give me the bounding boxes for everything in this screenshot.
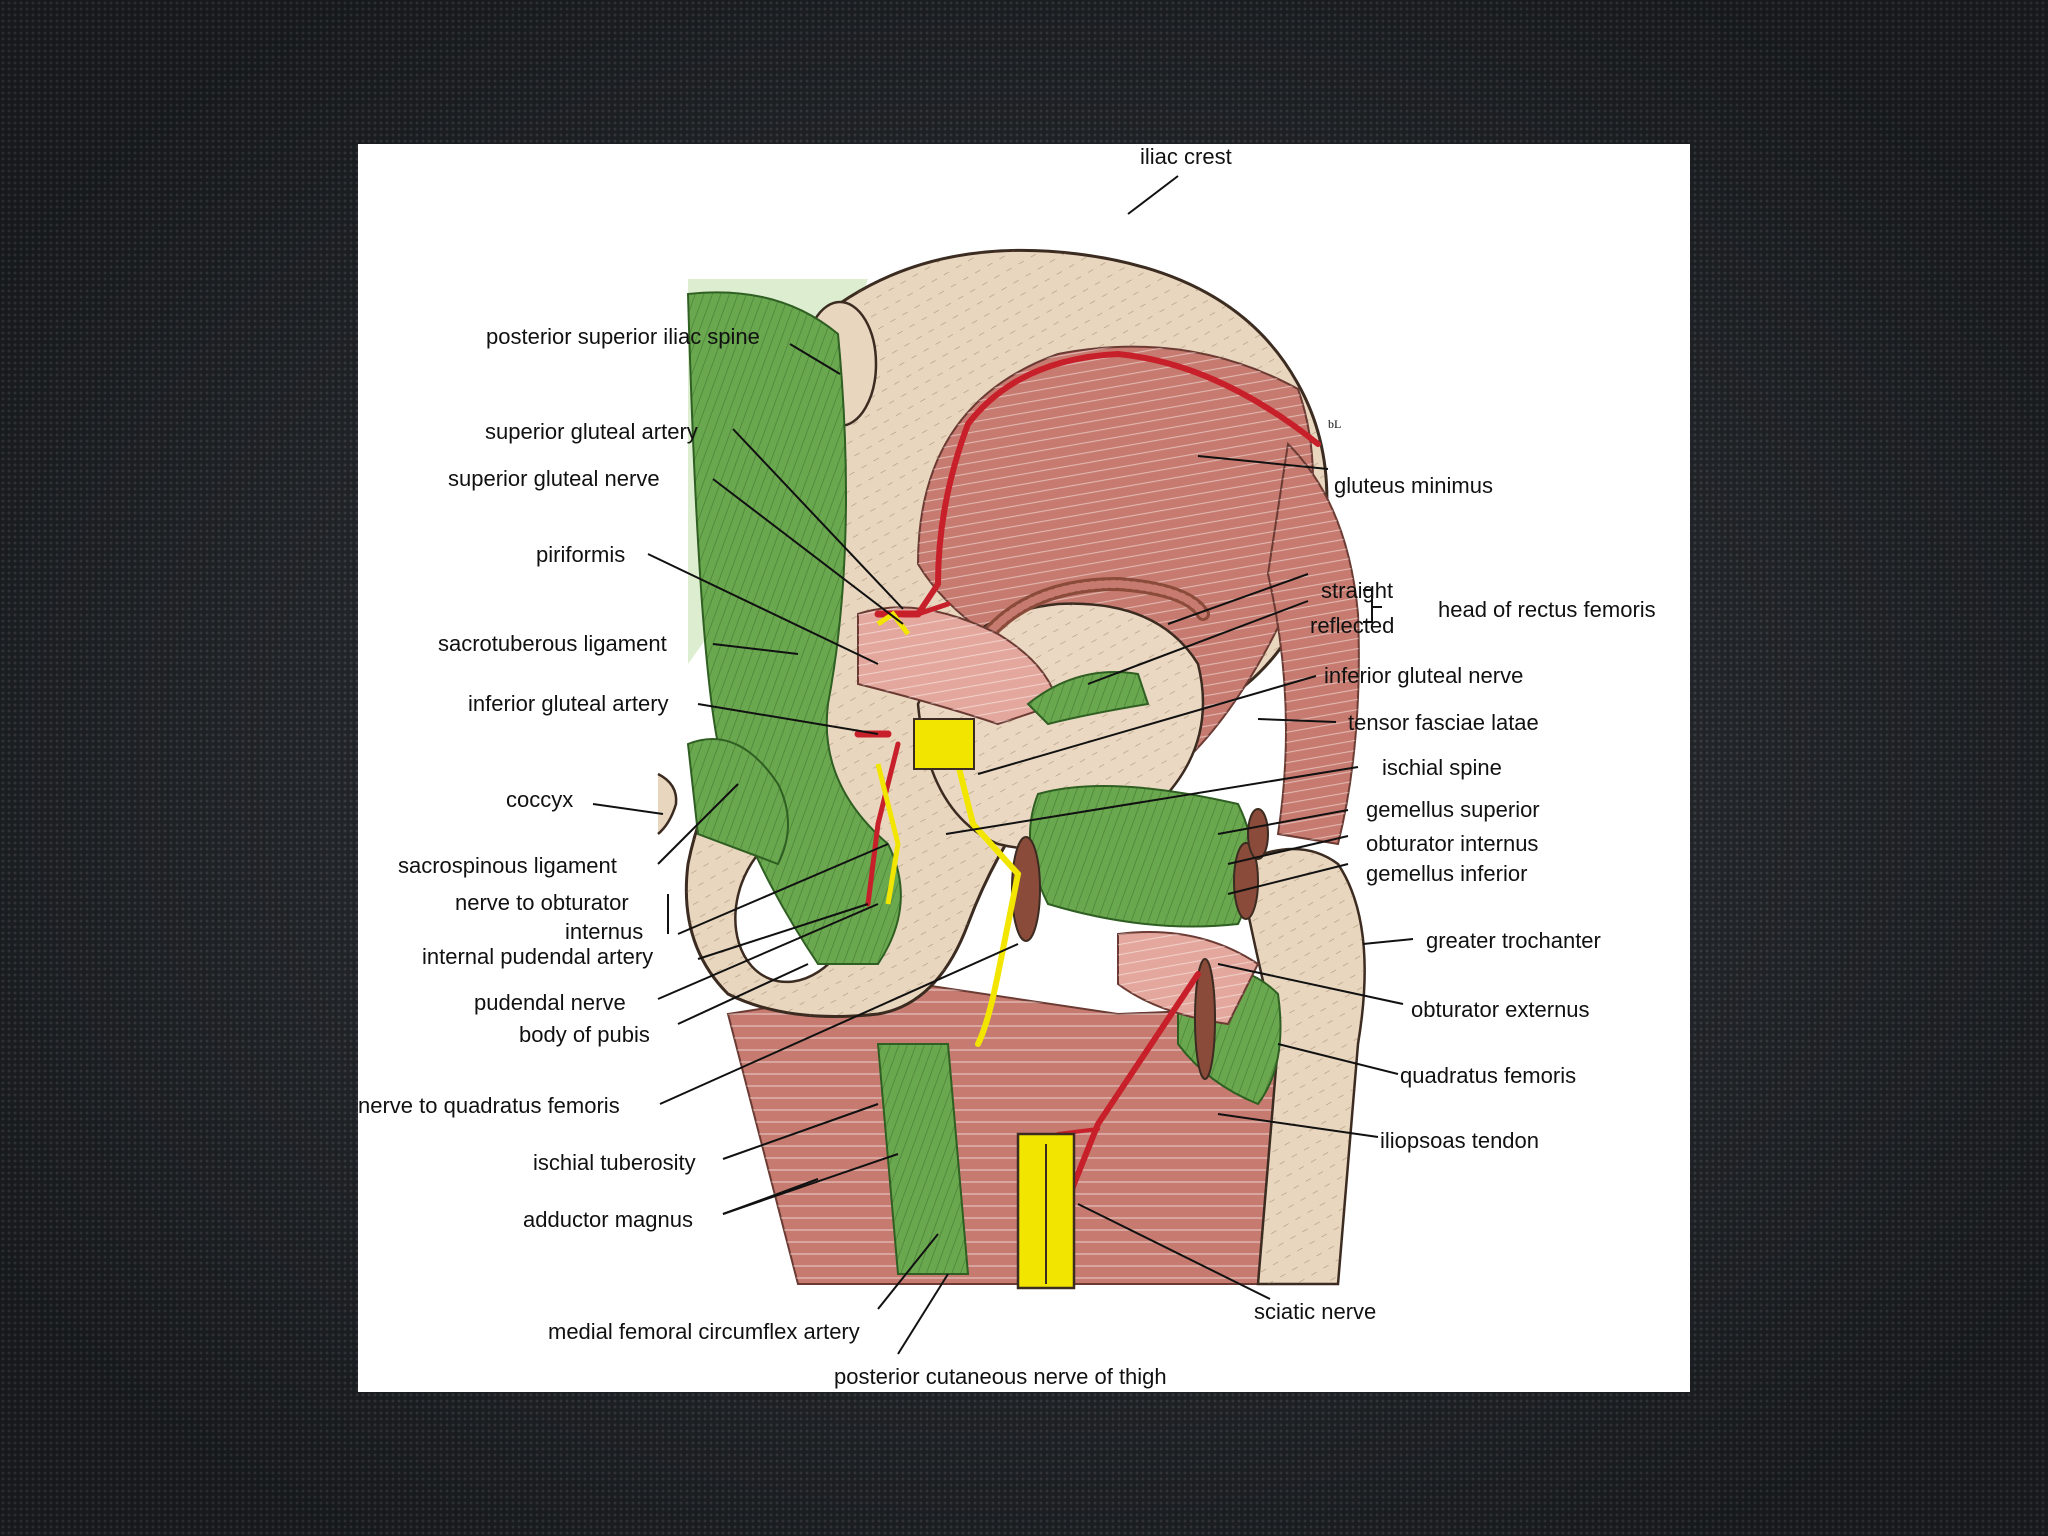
label-posterior-cutaneous-nerve-of-thigh: posterior cutaneous nerve of thigh xyxy=(834,1364,1167,1389)
anatomy-diagram: bL iliac crest posterior superior iliac … xyxy=(358,144,1656,1389)
leader-lines xyxy=(592,175,1414,1355)
label-straight: straight xyxy=(1321,578,1393,603)
label-body-of-pubis: body of pubis xyxy=(519,1022,650,1047)
sacral-ligaments xyxy=(686,291,902,965)
label-coccyx: coccyx xyxy=(506,787,573,812)
nerves xyxy=(875,610,1076,1290)
label-sciatic-nerve: sciatic nerve xyxy=(1254,1299,1376,1324)
label-iliac-crest: iliac crest xyxy=(1140,144,1232,169)
label-ischial-tuberosity: ischial tuberosity xyxy=(533,1150,696,1175)
label-piriformis: piriformis xyxy=(536,542,625,567)
label-superior-gluteal-artery: superior gluteal artery xyxy=(485,419,698,444)
label-gemellus-inferior: gemellus inferior xyxy=(1366,861,1527,886)
label-gemellus-superior: gemellus superior xyxy=(1366,797,1540,822)
label-head-of-rectus-femoris: head of rectus femoris xyxy=(1438,597,1656,622)
label-reflected: reflected xyxy=(1310,613,1394,638)
femur xyxy=(1236,847,1366,1286)
label-sacrospinous-ligament: sacrospinous ligament xyxy=(398,853,617,878)
illustrator-signature: bL xyxy=(1328,417,1341,431)
label-medial-femoral-circumflex-artery: medial femoral circumflex artery xyxy=(548,1319,860,1344)
piriformis-muscle xyxy=(857,606,1060,726)
label-obturator-externus: obturator externus xyxy=(1411,997,1590,1022)
label-adductor-magnus: adductor magnus xyxy=(523,1207,693,1232)
label-internus: internus xyxy=(565,919,643,944)
coccyx xyxy=(657,772,678,835)
label-iliopsoas-tendon: iliopsoas tendon xyxy=(1380,1128,1539,1153)
labels: iliac crest posterior superior iliac spi… xyxy=(358,144,1656,1389)
tensor-fasciae-latae-muscle xyxy=(1266,441,1360,846)
label-internal-pudendal-artery: internal pudendal artery xyxy=(422,944,653,969)
label-sacrotuberous-ligament: sacrotuberous ligament xyxy=(438,631,667,656)
label-posterior-superior-iliac-spine: posterior superior iliac spine xyxy=(486,324,760,349)
label-nerve-to-quadratus-femoris: nerve to quadratus femoris xyxy=(358,1093,620,1118)
label-greater-trochanter: greater trochanter xyxy=(1426,928,1601,953)
label-superior-gluteal-nerve: superior gluteal nerve xyxy=(448,466,660,491)
lateral-rotators xyxy=(1011,671,1282,1106)
label-inferior-gluteal-nerve: inferior gluteal nerve xyxy=(1324,663,1523,688)
label-ischial-spine: ischial spine xyxy=(1382,755,1502,780)
figure-panel: bL iliac crest posterior superior iliac … xyxy=(358,144,1690,1392)
label-pudendal-nerve: pudendal nerve xyxy=(474,990,626,1015)
label-quadratus-femoris: quadratus femoris xyxy=(1400,1063,1576,1088)
label-obturator-internus: obturator internus xyxy=(1366,831,1538,856)
label-nerve-to-obturator: nerve to obturator xyxy=(455,890,629,915)
label-tensor-fasciae-latae: tensor fasciae latae xyxy=(1348,710,1539,735)
label-inferior-gluteal-artery: inferior gluteal artery xyxy=(468,691,669,716)
label-gluteus-minimus: gluteus minimus xyxy=(1334,473,1493,498)
